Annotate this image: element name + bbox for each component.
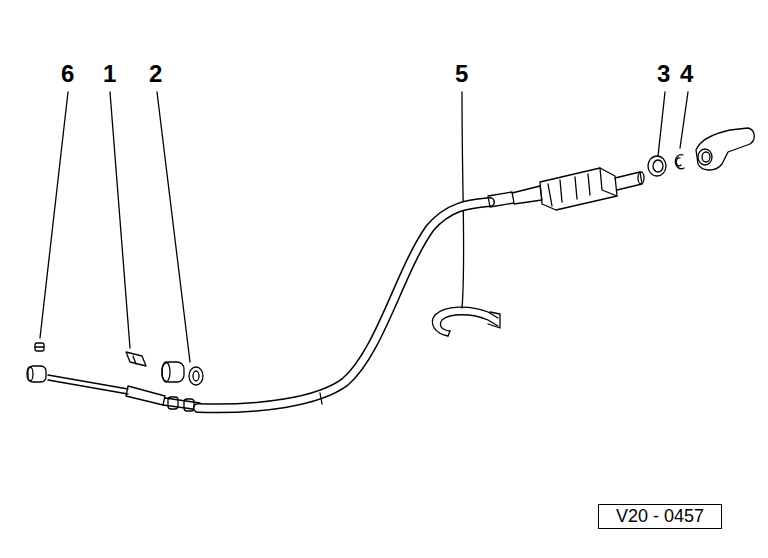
figure-code-box: V20 - 0457 xyxy=(598,504,722,529)
callout-number: 5 xyxy=(455,62,468,86)
lever-end xyxy=(696,128,754,170)
callout-number: 3 xyxy=(657,62,670,86)
part-6 xyxy=(27,343,46,382)
callout-number: 4 xyxy=(680,62,693,86)
figure-code: V20 - 0457 xyxy=(616,506,704,527)
callout-number: 1 xyxy=(103,62,116,86)
part-5 xyxy=(432,307,500,336)
cable-core xyxy=(48,375,200,411)
part-1 xyxy=(126,352,146,366)
part-2 xyxy=(162,362,203,385)
leader-lines xyxy=(40,92,688,362)
callout-number: 2 xyxy=(149,62,162,86)
part-3 xyxy=(648,156,666,176)
cable-sheath xyxy=(198,202,490,408)
callout-number: 6 xyxy=(61,62,74,86)
cable-end-fitting xyxy=(488,168,644,210)
part-4 xyxy=(675,155,684,169)
